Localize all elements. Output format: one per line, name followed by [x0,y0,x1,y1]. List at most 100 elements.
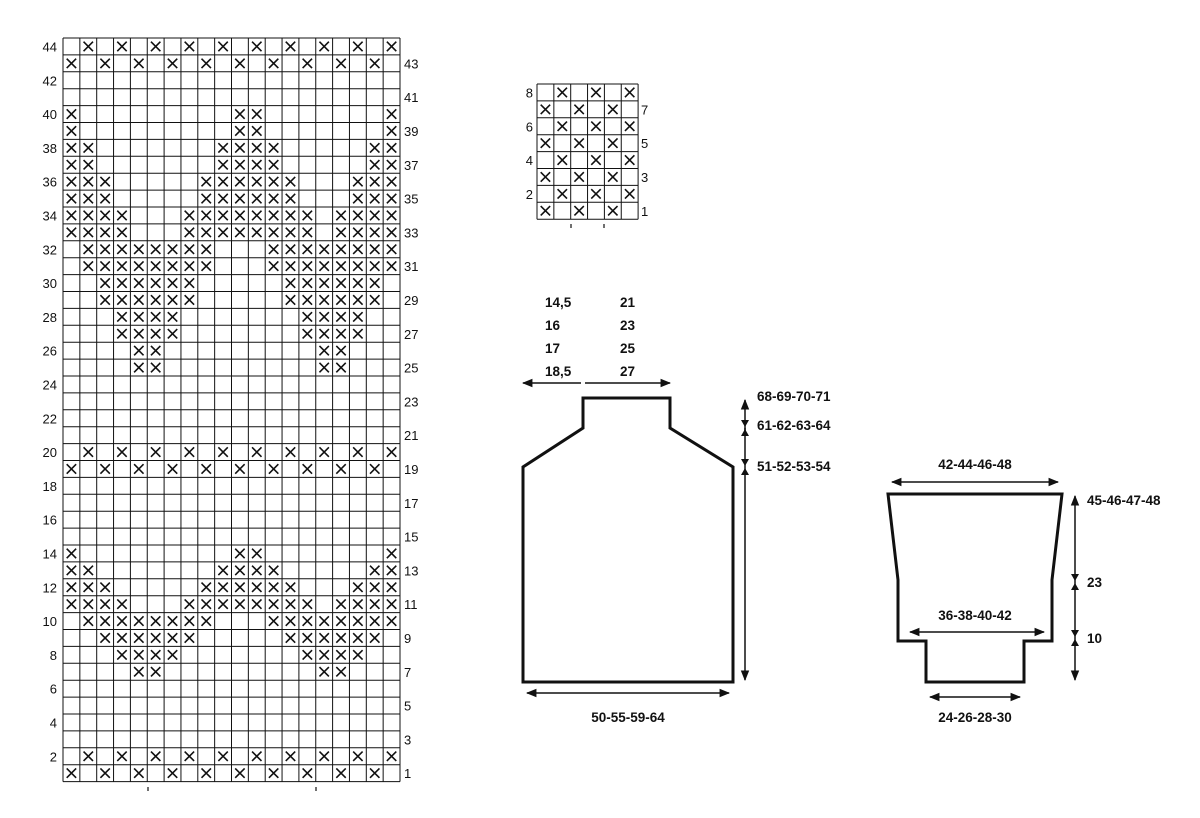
row-number-left: 34 [43,208,57,223]
contrast-stitch-cross [556,120,568,132]
contrast-stitch-cross [268,243,279,255]
contrast-stitch-cross [82,260,94,272]
contrast-stitch-cross [268,565,279,576]
row-number-left: 4 [526,153,533,168]
contrast-stitch-cross [352,243,364,255]
contrast-stitch-cross [217,581,229,593]
contrast-stitch-cross [318,328,330,340]
contrast-stitch-cross [99,243,111,255]
contrast-stitch-cross [285,446,296,458]
row-number-right: 3 [404,732,411,747]
contrast-stitch-cross [217,193,229,204]
contrast-stitch-cross [82,598,94,610]
contrast-stitch-cross [352,260,364,272]
contrast-stitch-cross [150,260,161,272]
sleeve-top-width-label: 42-44-46-48 [938,457,1012,472]
contrast-stitch-cross [150,328,161,340]
contrast-stitch-cross [184,750,195,762]
row-number-left: 32 [43,242,57,257]
sleeve-lower-width-label: 36-38-40-42 [938,608,1012,623]
contrast-stitch-cross [234,548,246,559]
contrast-stitch-cross [217,565,229,576]
contrast-stitch-cross [268,260,279,272]
contrast-stitch-cross [251,548,263,559]
contrast-stitch-cross [99,227,111,238]
contrast-stitch-cross [607,137,619,149]
row-number-right: 43 [404,56,418,71]
contrast-stitch-cross [184,632,195,644]
contrast-stitch-cross [573,171,585,183]
contrast-stitch-cross [99,615,111,627]
cuff-marker [1071,630,1079,646]
contrast-stitch-cross [369,463,381,475]
row-number-right: 25 [404,361,418,376]
contrast-stitch-cross [251,446,263,458]
contrast-stitch-cross [66,125,77,137]
contrast-stitch-cross [66,581,77,593]
row-number-right: 7 [641,102,648,117]
contrast-stitch-cross [150,615,161,627]
contrast-stitch-cross [184,227,195,238]
contrast-stitch-cross [200,227,212,238]
svg-text:21: 21 [620,295,636,310]
contrast-stitch-cross [302,243,313,255]
contrast-stitch-cross [217,176,229,187]
contrast-stitch-cross [352,581,364,593]
contrast-stitch-cross [352,311,364,323]
contrast-stitch-cross [66,193,77,204]
row-number-left: 6 [526,119,533,134]
contrast-stitch-cross [335,615,347,627]
contrast-stitch-cross [99,210,111,221]
contrast-stitch-cross [82,565,94,576]
contrast-stitch-cross [335,311,347,323]
contrast-stitch-cross [302,767,313,779]
contrast-stitch-cross [369,176,381,187]
row-number-left: 12 [43,580,57,595]
contrast-stitch-cross [335,345,347,356]
contrast-stitch-cross [133,463,145,475]
contrast-stitch-cross [318,615,330,627]
contrast-stitch-cross [116,750,128,762]
contrast-stitch-cross [369,294,381,306]
contrast-stitch-cross [335,58,347,69]
contrast-stitch-cross [150,750,161,762]
contrast-stitch-cross [184,210,195,221]
contrast-stitch-cross [251,142,263,154]
contrast-stitch-cross [590,154,602,166]
contrast-stitch-cross [285,277,296,289]
row-number-right: 19 [404,462,418,477]
contrast-stitch-cross [607,205,619,217]
contrast-stitch-cross [167,632,178,644]
contrast-stitch-cross [133,615,145,627]
contrast-stitch-cross [285,632,296,644]
contrast-stitch-cross [352,750,364,762]
contrast-stitch-cross [133,666,145,678]
contrast-stitch-cross [285,193,296,204]
contrast-stitch-cross [167,767,178,779]
contrast-stitch-cross [624,188,635,200]
contrast-stitch-cross [150,345,161,356]
row-number-right: 17 [404,496,418,511]
contrast-stitch-cross [234,210,246,221]
contrast-stitch-cross [217,750,229,762]
contrast-stitch-cross [99,294,111,306]
contrast-stitch-cross [335,598,347,610]
contrast-stitch-cross [302,328,313,340]
contrast-stitch-cross [268,767,279,779]
contrast-stitch-cross [200,176,212,187]
contrast-stitch-cross [116,649,128,661]
contrast-stitch-cross [82,193,94,204]
contrast-stitch-cross [82,159,94,171]
contrast-stitch-cross [66,463,77,475]
contrast-stitch-cross [66,210,77,221]
contrast-stitch-cross [624,154,635,166]
contrast-stitch-cross [573,104,585,115]
contrast-stitch-cross [285,227,296,238]
contrast-stitch-cross [268,176,279,187]
contrast-stitch-cross [133,362,145,373]
contrast-stitch-cross [167,311,178,323]
row-number-left: 20 [43,445,57,460]
contrast-stitch-cross [251,598,263,610]
contrast-stitch-cross [234,58,246,69]
